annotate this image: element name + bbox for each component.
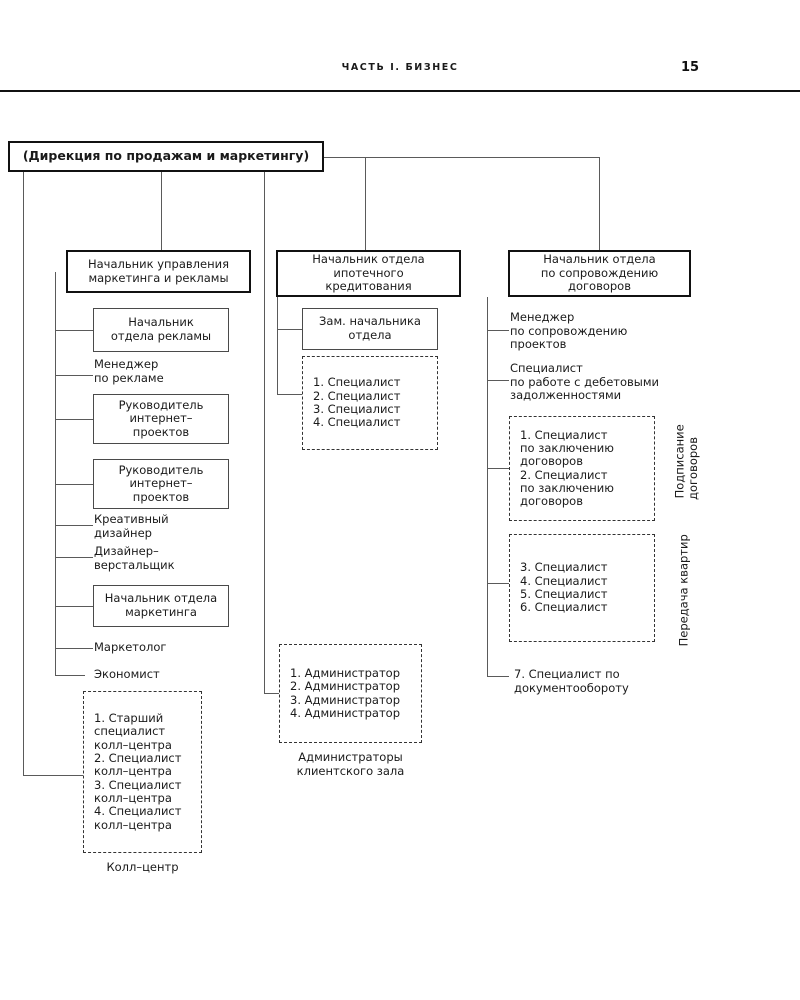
connector-left-tick-2 bbox=[55, 375, 93, 377]
list-item: 1. Администратор bbox=[290, 665, 400, 680]
list-item: 2. Специалист bbox=[313, 388, 401, 403]
group-apartment-handover-specialists[interactable]: 3. Специалист 4. Специалист 5. Специалис… bbox=[509, 534, 655, 642]
node-root-label: (Дирекция по продажам и маркетингу) bbox=[22, 148, 310, 164]
connector-mid-admin-foot bbox=[264, 693, 279, 695]
node-economist[interactable]: Экономист bbox=[94, 667, 244, 682]
node-layout-designer[interactable]: Дизайнер–верстальщик bbox=[94, 544, 244, 573]
group-mortgage-specialists[interactable]: 1. Специалист 2. Специалист 3. Специалис… bbox=[302, 356, 438, 450]
connector-root-stub bbox=[264, 172, 266, 250]
connector-right-tick-3 bbox=[487, 468, 509, 470]
list-item: 3. Специалист bbox=[520, 560, 608, 575]
connector-right-tick-4 bbox=[487, 583, 509, 585]
running-head-title: ЧАСТЬ I. БИЗНЕС bbox=[341, 62, 459, 73]
connector-drop-branch-2 bbox=[365, 157, 367, 250]
connector-mid-inner-spine bbox=[277, 297, 279, 395]
connector-right-tick-1 bbox=[487, 330, 509, 332]
connector-drop-branch-3 bbox=[599, 157, 601, 250]
caption-call-center-label: Колл–центр bbox=[106, 860, 179, 874]
connector-left-tick-3 bbox=[55, 419, 93, 421]
node-root-direction[interactable]: (Дирекция по продажам и маркетингу) bbox=[8, 141, 324, 172]
side-label-apartment-handover-text: Передача квартир bbox=[676, 534, 691, 647]
list-item: 3. Администратор bbox=[290, 692, 400, 707]
list-item: 4. Администратор bbox=[290, 705, 400, 720]
connector-left-tick-7 bbox=[55, 606, 93, 608]
caption-call-center: Колл–центр bbox=[83, 860, 202, 875]
list-item: 4. Специалист bbox=[520, 573, 608, 588]
list-item: 3. Специалист bbox=[313, 402, 401, 416]
connector-left-tick-4 bbox=[55, 484, 93, 486]
connector-right-tick-5 bbox=[487, 676, 509, 678]
connector-left-inner-spine bbox=[55, 272, 57, 676]
page-number: 15 bbox=[680, 60, 700, 75]
connector-left-tick-8 bbox=[55, 648, 93, 650]
connector-left-tick-1 bbox=[55, 330, 93, 332]
connector-mid-tick-2 bbox=[277, 394, 302, 396]
connector-left-tick-5 bbox=[55, 525, 93, 527]
list-item: 5. Специалист bbox=[520, 587, 608, 601]
group-client-hall-administrators[interactable]: 1. Администратор 2. Администратор 3. Адм… bbox=[279, 644, 422, 743]
header-rule bbox=[0, 90, 800, 92]
connector-right-inner-spine bbox=[487, 297, 489, 677]
connector-right-tick-2 bbox=[487, 380, 509, 382]
list-item: 1. Специалист bbox=[313, 375, 401, 390]
node-economist-label: Экономист bbox=[94, 667, 160, 681]
list-item: 2. Администратор bbox=[290, 679, 400, 694]
node-layout-designer-label: Дизайнер–верстальщик bbox=[94, 544, 175, 572]
connector-mid-tick-1 bbox=[277, 329, 302, 331]
list-item: 4. Специалист bbox=[313, 415, 401, 430]
connector-left-tick-9 bbox=[55, 675, 85, 677]
connector-left-outer-spine bbox=[23, 172, 25, 776]
node-marketer[interactable]: Маркетолог bbox=[94, 640, 244, 655]
list-item: 6. Специалист bbox=[520, 600, 608, 615]
node-marketer-label: Маркетолог bbox=[94, 640, 167, 654]
connector-root-bus bbox=[324, 157, 600, 159]
connector-left-outer-foot bbox=[23, 775, 83, 777]
connector-drop-branch-1 bbox=[161, 172, 163, 250]
side-label-apartment-handover: Передача квартир bbox=[664, 534, 705, 662]
connector-mid-admin-spine bbox=[264, 250, 266, 694]
connector-left-tick-6 bbox=[55, 557, 93, 559]
